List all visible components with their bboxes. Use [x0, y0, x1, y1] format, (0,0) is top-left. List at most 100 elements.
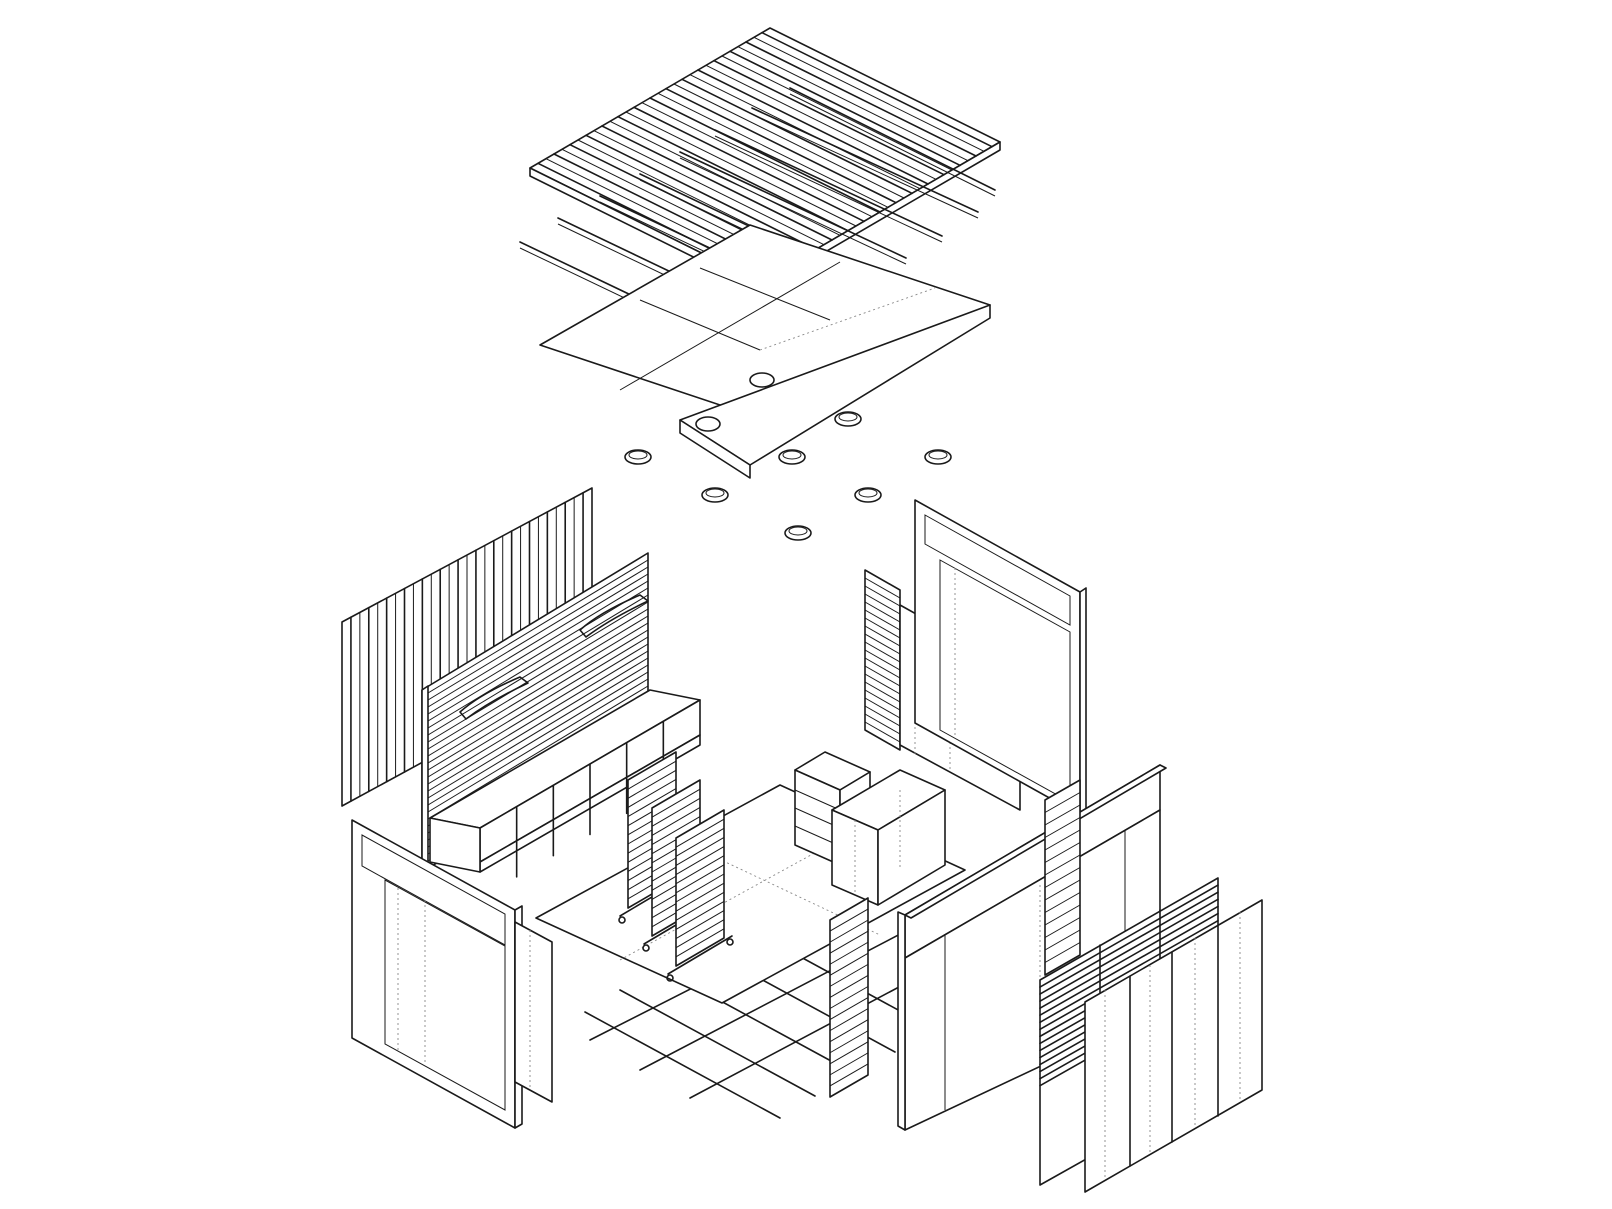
glass-counter [831, 769, 946, 906]
rack-slat [651, 816, 701, 846]
slat-line [864, 649, 901, 671]
slat-line [1044, 917, 1081, 938]
roof-rib [737, 46, 969, 162]
slat-line [427, 650, 649, 785]
rack-slat [675, 836, 725, 866]
slat-line [829, 963, 869, 987]
front-fascia-wall [897, 764, 1167, 1131]
slat-line [864, 681, 901, 703]
roof-rib [681, 78, 913, 195]
rack-slat [675, 882, 725, 912]
rack-slat [675, 900, 725, 930]
slat-line [427, 629, 649, 764]
rack-slat [675, 827, 725, 857]
downlight-lens [782, 450, 802, 460]
slat-line [1044, 804, 1081, 826]
slat-line [1044, 792, 1081, 813]
slat-line [427, 601, 649, 736]
slat-line [864, 577, 901, 599]
downlight-lens [838, 412, 858, 422]
roof-rib [609, 120, 841, 236]
slat-line [1044, 892, 1081, 913]
roof-rib [753, 36, 985, 152]
downlights [624, 411, 952, 541]
downlight [624, 449, 652, 465]
rack-base [667, 935, 733, 975]
rack-slat [651, 788, 701, 818]
roof-rib [633, 106, 865, 223]
rack-slat [651, 806, 701, 836]
roof-rib [713, 59, 945, 176]
slat-line [829, 1030, 869, 1054]
joist [619, 989, 816, 1097]
slat-line [427, 657, 649, 792]
slat-line [864, 601, 901, 623]
slat-line [829, 1041, 869, 1065]
slat-line [864, 625, 901, 647]
slat-line [427, 559, 649, 694]
purlin [751, 107, 979, 213]
rack-slat [651, 797, 701, 827]
slat-line [427, 594, 649, 729]
slat-line [427, 566, 649, 701]
roof-rib [673, 83, 905, 199]
slat-line [1044, 817, 1081, 838]
slat-line [829, 1052, 869, 1076]
joist [584, 1011, 781, 1119]
slat-line [864, 689, 901, 711]
slat-line [864, 657, 901, 679]
slat-line [829, 941, 869, 965]
ceiling-cutout [749, 372, 775, 388]
downlight-lens [705, 488, 725, 498]
slat-line [427, 636, 649, 771]
rack-caster [642, 944, 650, 952]
rack-slat [675, 873, 725, 903]
rack-slat [675, 855, 725, 885]
right-rear-frame-wall [914, 499, 1087, 816]
downlight [784, 525, 812, 541]
slat-line [864, 633, 901, 655]
roof-rib [593, 130, 825, 246]
slat-line [829, 1019, 869, 1043]
slat-line [427, 580, 649, 715]
rack-slat [627, 760, 677, 790]
roof-rib [657, 92, 889, 208]
slat-line [829, 908, 869, 932]
roof-rib [601, 125, 833, 241]
roof-rib [665, 87, 897, 204]
purlin-edge [789, 93, 996, 197]
downlight [834, 411, 862, 427]
slat-line [1044, 879, 1081, 901]
rack-slat [675, 864, 725, 894]
slat-line [864, 697, 901, 719]
front-sliding-doors [1084, 899, 1263, 1193]
roof-rib [697, 69, 929, 185]
roof-rib [729, 50, 961, 167]
slat-line [427, 608, 649, 743]
slat-line [829, 1008, 869, 1032]
slat-line [1044, 929, 1081, 951]
purlin-edge [679, 157, 907, 265]
rack-slat [675, 846, 725, 876]
slat-line [864, 593, 901, 615]
downlight-lens [788, 526, 808, 536]
slat-line [864, 705, 901, 727]
slat-line [829, 919, 869, 943]
rack-slat [627, 788, 677, 818]
slat-line [864, 721, 901, 743]
downlight [924, 449, 952, 465]
slat-line [864, 617, 901, 639]
purlin [714, 129, 943, 237]
ceiling-cutout [695, 416, 721, 432]
slat-line [864, 673, 901, 695]
purlin-edge [714, 135, 943, 243]
slat-line [829, 975, 869, 998]
rack-slat [675, 928, 725, 958]
downlight-lens [928, 450, 948, 460]
rack-caster [726, 938, 734, 946]
roof-rib [625, 111, 857, 227]
slat-line [427, 678, 649, 813]
roof-rib [649, 97, 881, 213]
